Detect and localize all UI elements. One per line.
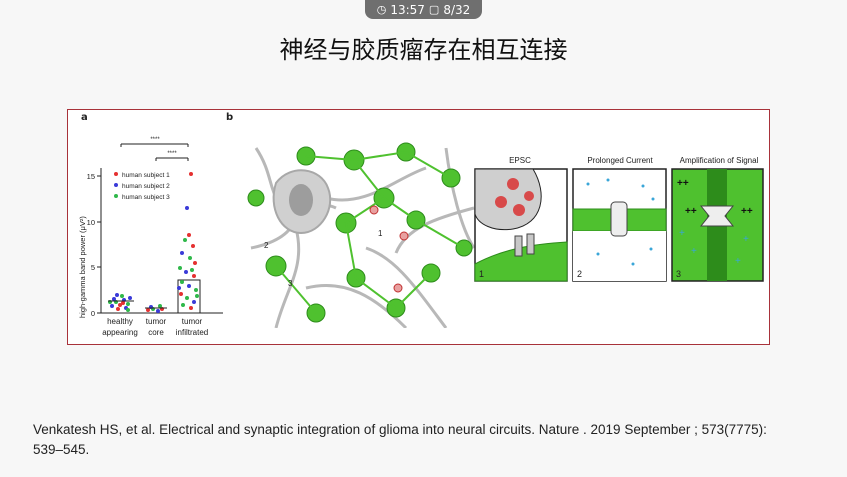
significance-2: **** xyxy=(167,151,177,157)
b-number-2: 2 xyxy=(264,241,269,250)
group-healthy-points xyxy=(108,293,134,312)
clock-icon: ◷ xyxy=(376,3,387,16)
box-number-2: 2 xyxy=(577,269,582,279)
scatter-plot: high-gamma band power (μV²) 15 10 5 0 **… xyxy=(78,137,223,337)
box-number-3: 3 xyxy=(676,269,681,279)
b-number-3: 3 xyxy=(288,279,293,288)
neuron-glioma-illustration: 1 2 3 xyxy=(246,138,476,328)
mechanism-boxes: EPSC 1 Prolonged Current 2 Amplification… xyxy=(474,156,764,282)
legend-subject-1: human subject 1 xyxy=(122,172,170,179)
slide-title: 神经与胶质瘤存在相互连接 xyxy=(279,36,568,64)
x-label-core-2: core xyxy=(148,328,164,337)
y-tick-0: 0 xyxy=(91,309,95,318)
y-tick-15: 15 xyxy=(87,172,95,181)
y-tick-10: 10 xyxy=(87,218,95,227)
x-label-infiltrated-1: tumor xyxy=(182,317,203,326)
panel-a-label: a xyxy=(81,112,88,123)
svg-text:+: + xyxy=(691,246,697,257)
svg-text:++: ++ xyxy=(741,206,753,217)
x-label-infiltrated-2: infiltrated xyxy=(176,328,208,337)
b-number-1: 1 xyxy=(378,229,383,238)
box-title-epsc: EPSC xyxy=(509,156,531,165)
svg-text:+: + xyxy=(743,234,749,245)
legend-subject-3: human subject 3 xyxy=(122,194,170,201)
x-label-healthy-1: healthy xyxy=(107,317,133,326)
page-counter: 8/32 xyxy=(443,2,471,17)
svg-text:+: + xyxy=(679,228,685,239)
citation-caption: Venkatesh HS, et al. Electrical and syna… xyxy=(33,422,767,457)
svg-text:++: ++ xyxy=(677,178,689,189)
svg-text:+: + xyxy=(735,256,741,267)
clock-time: 13:57 xyxy=(390,2,425,17)
box-title-amplification: Amplification of Signal xyxy=(680,156,759,165)
presentation-toolbar[interactable]: ◷ 13:57 ▢ 8/32 xyxy=(365,0,482,19)
legend-subject-2: human subject 2 xyxy=(122,183,170,190)
x-label-healthy-2: appearing xyxy=(102,328,138,337)
y-axis-label: high-gamma band power (μV²) xyxy=(78,216,87,318)
page-icon: ▢ xyxy=(428,3,440,16)
box-number-1: 1 xyxy=(479,269,484,279)
significance-1: **** xyxy=(150,137,160,143)
figure-frame: a b high-gamma band power (μV²) 15 10 5 … xyxy=(67,109,770,345)
x-label-core-1: tumor xyxy=(146,317,167,326)
svg-text:++: ++ xyxy=(685,206,697,217)
y-tick-5: 5 xyxy=(91,263,95,272)
box-title-prolonged: Prolonged Current xyxy=(587,156,653,165)
group-core-points xyxy=(145,304,167,313)
group-infiltrated-points xyxy=(177,172,201,314)
panel-b-label: b xyxy=(226,112,234,123)
